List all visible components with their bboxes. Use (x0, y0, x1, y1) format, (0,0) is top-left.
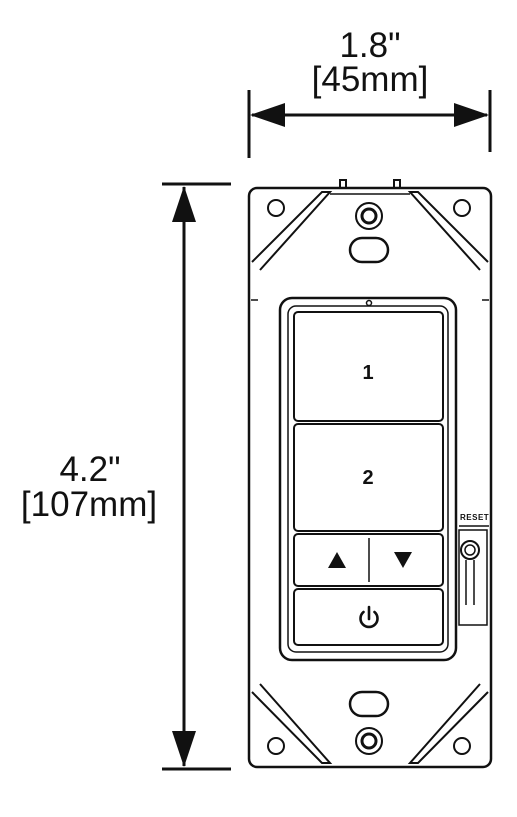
screw-icon (355, 727, 383, 755)
keypad-faceplate (278, 296, 458, 662)
reset-label: RESET (460, 513, 490, 522)
width-dimension (247, 90, 492, 158)
up-arrow-icon[interactable] (328, 552, 346, 568)
mounting-plate (247, 179, 493, 769)
down-arrow-icon[interactable] (394, 552, 412, 568)
height-mm-label: [107mm] (20, 485, 158, 524)
button-1[interactable] (293, 311, 444, 422)
reset-switch[interactable] (458, 525, 489, 626)
mounting-slot-icon (348, 690, 390, 718)
reset-button-icon (460, 540, 480, 560)
height-inches-label: 4.2" (59, 450, 121, 489)
corner-hole-icon (453, 737, 471, 755)
corner-hole-icon (267, 199, 285, 217)
button-1-label: 1 (362, 362, 374, 384)
mounting-slot-icon (348, 236, 390, 264)
height-dimension (162, 182, 231, 771)
power-button[interactable] (293, 588, 444, 646)
button-2[interactable] (293, 423, 444, 532)
width-inches-label: 1.8" (339, 26, 401, 65)
width-mm-label: [45mm] (311, 60, 429, 99)
power-icon (359, 605, 379, 629)
corner-hole-icon (267, 737, 285, 755)
screw-icon (355, 202, 383, 230)
dim-rocker-button[interactable] (293, 533, 444, 587)
button-2-label: 2 (362, 467, 374, 489)
corner-hole-icon (453, 199, 471, 217)
status-led-icon (365, 299, 373, 307)
